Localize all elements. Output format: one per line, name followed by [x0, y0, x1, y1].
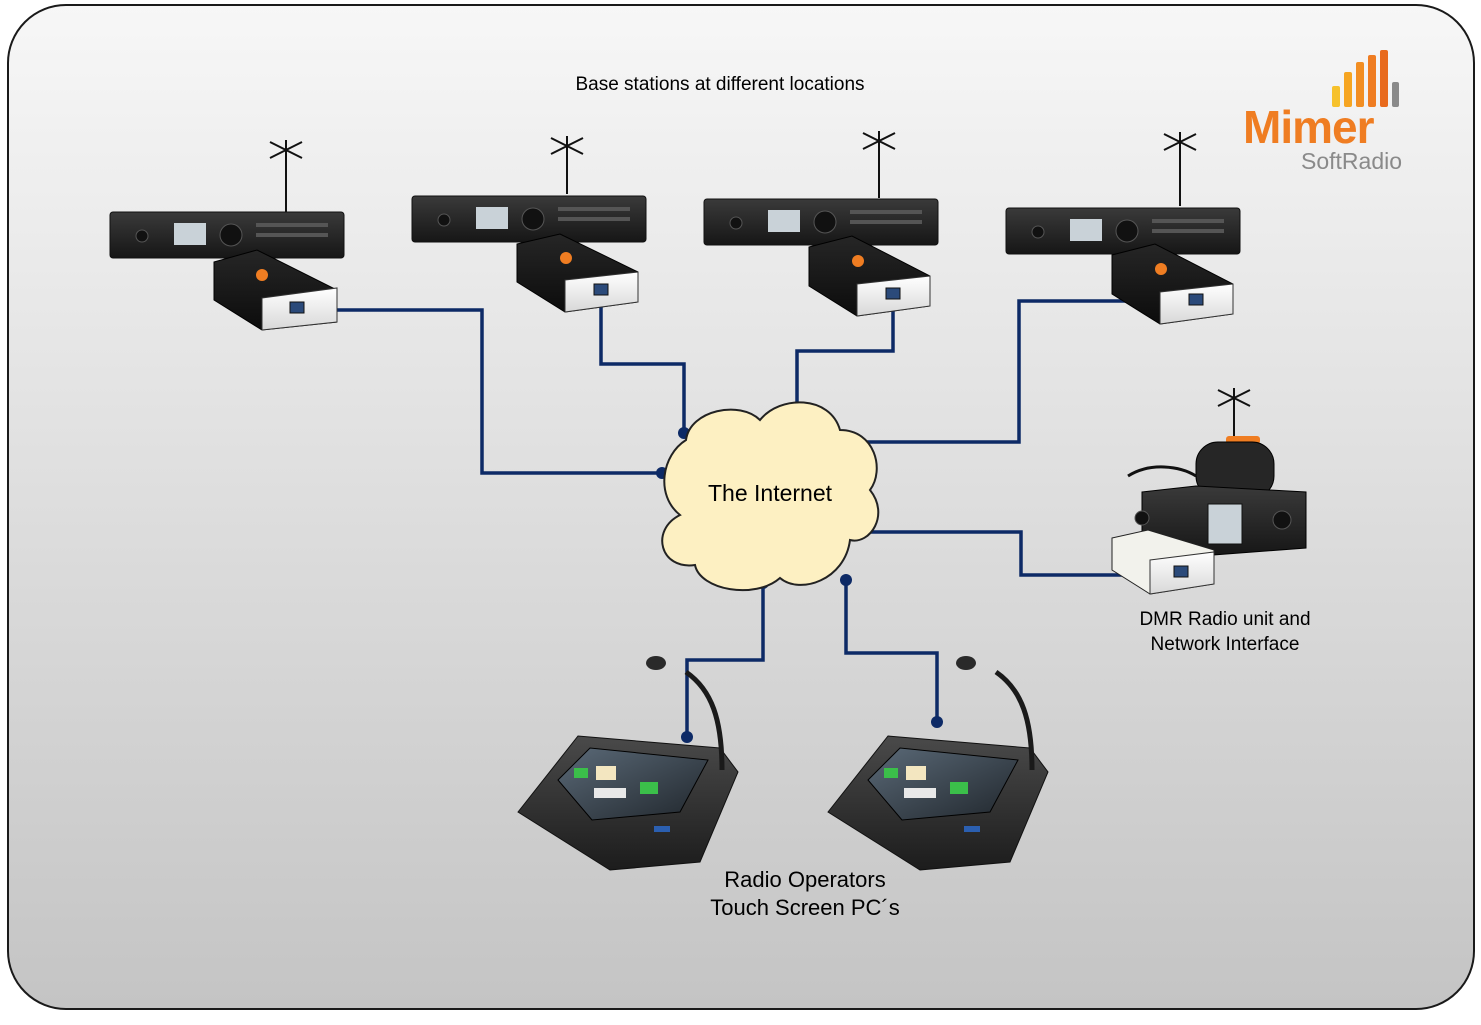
interface-box [213, 249, 338, 331]
interface-box [1111, 529, 1215, 595]
interface-box [808, 235, 931, 317]
link-dmr-unit [862, 530, 1180, 577]
dmr-radio-unit [1111, 388, 1307, 595]
base-station-4 [1005, 132, 1241, 325]
network-connections [300, 289, 1198, 737]
base-stations-label: Base stations at different locations [575, 74, 865, 95]
base-station-3 [703, 131, 939, 317]
link-base-station-4 [840, 299, 1198, 444]
dmr-label-line-2: Network Interface [1150, 634, 1300, 655]
operator-console-1 [517, 656, 739, 871]
link-base-station-2 [599, 289, 686, 433]
base-station-1 [109, 140, 345, 331]
link-base-station-1 [300, 308, 662, 475]
operators-label-line-2: Touch Screen PC´s [710, 895, 900, 920]
logo-wordmark: Mimer [1243, 101, 1374, 153]
internet-label: The Internet [707, 480, 833, 506]
interface-box [1111, 243, 1234, 325]
mimer-logo-icon [1332, 50, 1399, 107]
operators-label: Radio Operators Touch Screen PC´s [660, 866, 950, 922]
logo-subtitle: SoftRadio [1301, 148, 1403, 174]
dmr-unit-label: DMR Radio unit and Network Interface [1105, 607, 1345, 657]
operator-console-2 [827, 656, 1049, 871]
operators-label-line-1: Radio Operators [724, 867, 886, 892]
dmr-label-line-1: DMR Radio unit and [1139, 609, 1311, 630]
interface-box [516, 233, 639, 313]
base-station-2 [411, 136, 647, 313]
link-operator-1 [685, 583, 765, 737]
link-base-station-3 [795, 293, 895, 410]
internet-cloud-icon [661, 401, 880, 592]
link-operator-2 [844, 580, 939, 722]
